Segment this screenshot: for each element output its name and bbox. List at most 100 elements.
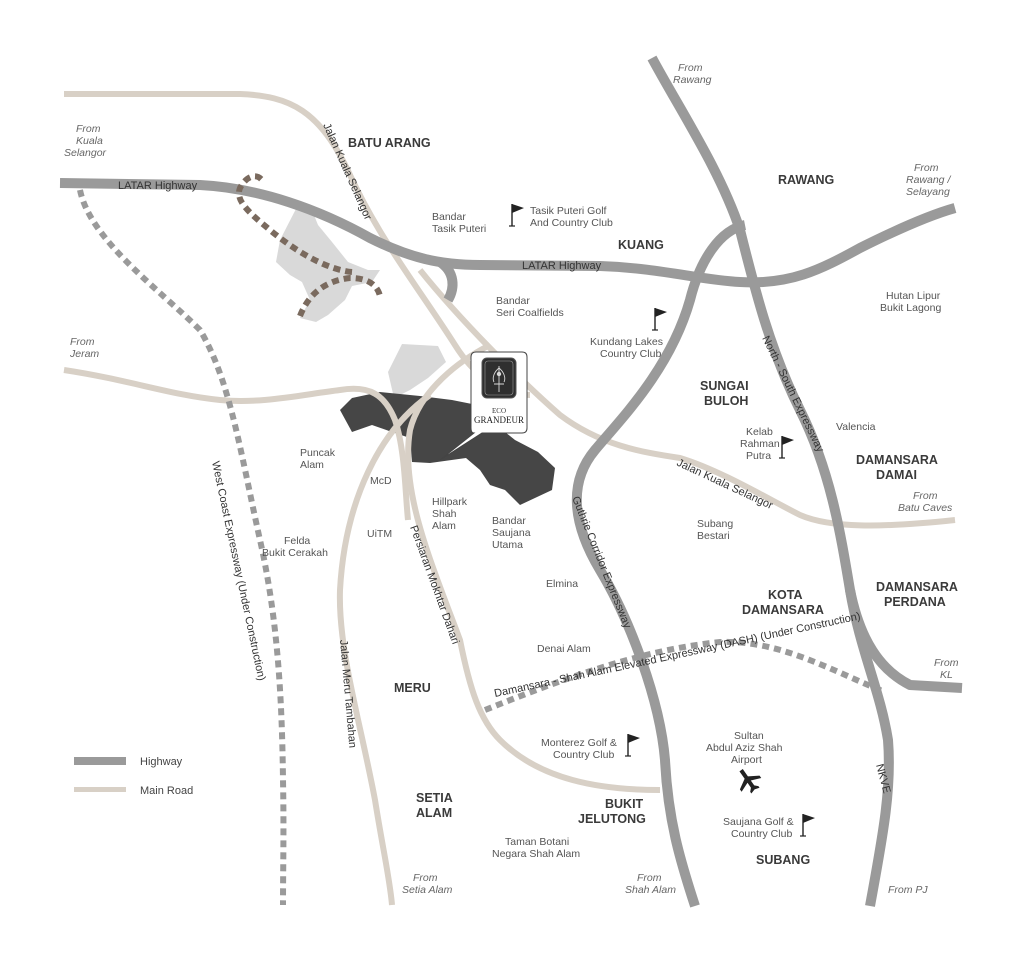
from-rawang-line1: From xyxy=(678,62,703,74)
from-jeram-line1: From xyxy=(70,336,95,348)
place-hutan-lipur-line1: Hutan Lipur xyxy=(886,290,941,302)
dash-expressway xyxy=(483,638,887,713)
place-bandar-saujana-utama-line1: Bandar xyxy=(492,515,526,527)
place-mcd: McD xyxy=(370,475,392,487)
main-road-jeram xyxy=(63,367,411,521)
place-taman-botani-line1: Taman Botani xyxy=(505,836,569,848)
place-subang-bestari-line1: Subang xyxy=(697,518,733,530)
place-subang-bestari-line2: Bestari xyxy=(697,530,730,542)
highway-latar xyxy=(59,178,957,288)
place-puncak-alam-line1: Puncak xyxy=(300,447,336,459)
golf-flag-icon xyxy=(800,814,815,837)
place-seri-coalfields-line2: Seri Coalfields xyxy=(496,307,564,319)
highway-guthrie xyxy=(571,220,747,908)
area-sungai-buloh-line1: SUNGAI xyxy=(700,379,749,393)
area-damansara-damai-line1: DAMANSARA xyxy=(856,453,938,467)
place-hutan-lipur-line2: Bukit Lagong xyxy=(880,302,941,314)
area-setia-alam-line1: SETIA xyxy=(416,791,453,805)
place-bandar-tasik-puteri-line1: Bandar xyxy=(432,211,466,223)
road-label-persiaran: Persiaran Mokhtar Dahari xyxy=(407,524,461,646)
area-bukit-jelutong-line1: BUKIT xyxy=(605,797,644,811)
place-airport-line2: Abdul Aziz Shah xyxy=(706,742,783,754)
area-kota-damansara-line1: KOTA xyxy=(768,588,803,602)
legend-main-road-label: Main Road xyxy=(140,785,193,797)
area-subang: SUBANG xyxy=(756,853,810,867)
area-setia-alam-line2: ALAM xyxy=(416,806,452,820)
road-label-dash: Damansara - Shah Alam Elevated Expresswa… xyxy=(493,610,861,700)
area-damansara-damai-line2: DAMAI xyxy=(876,468,917,482)
main-road-meru xyxy=(336,392,432,906)
legend-highway-label: Highway xyxy=(140,756,183,768)
place-denai-alam: Denai Alam xyxy=(537,643,591,655)
road-label-latar-west: LATAR Highway xyxy=(118,180,198,192)
from-setia-alam-line2: Setia Alam xyxy=(402,884,453,896)
map-legend: Highway Main Road xyxy=(74,756,193,797)
place-airport-line1: Sultan xyxy=(734,730,764,742)
place-saujana-golf-line2: Country Club xyxy=(731,828,792,840)
place-valencia: Valencia xyxy=(836,421,876,433)
place-monterez-golf-line2: Country Club xyxy=(553,749,614,761)
place-kundang-lakes-line1: Kundang Lakes xyxy=(590,336,663,348)
area-bukit-jelutong-line2: JELUTONG xyxy=(578,812,646,826)
eco-grandeur-callout: ECO GRANDEUR xyxy=(439,351,528,461)
from-kl-line2: KL xyxy=(940,669,953,681)
logo-eco-text: ECO xyxy=(492,407,506,415)
from-kl-line1: From xyxy=(934,657,959,669)
place-hillpark-line1: Hillpark xyxy=(432,496,468,508)
from-setia-alam-line1: From xyxy=(413,872,438,884)
place-kelab-rahman-putra-line2: Rahman xyxy=(740,438,780,450)
area-damansara-perdana-line2: PERDANA xyxy=(884,595,946,609)
golf-flag-icon xyxy=(779,436,794,459)
place-felda-line2: Bukit Cerakah xyxy=(262,547,328,559)
from-rawang-line2: Rawang xyxy=(673,74,712,86)
golf-flag-icon xyxy=(625,734,640,757)
from-shah-alam-line2: Shah Alam xyxy=(625,884,676,896)
place-felda-line1: Felda xyxy=(284,535,310,547)
place-airport-line3: Airport xyxy=(731,754,762,766)
road-label-latar-east: LATAR Highway xyxy=(522,260,602,272)
from-jeram-line2: Jeram xyxy=(69,348,99,360)
road-label-jalan-kuala-selangor-east: Jalan Kuala Selangor xyxy=(675,457,775,512)
area-rawang: RAWANG xyxy=(778,173,834,187)
place-tasik-puteri-golf-line1: Tasik Puteri Golf xyxy=(530,205,607,217)
from-rawang-selayang-line2: Rawang / xyxy=(906,174,951,186)
from-kuala-selangor-line3: Selangor xyxy=(64,147,107,159)
from-kuala-selangor-line1: From xyxy=(76,123,101,135)
area-meru: MERU xyxy=(394,681,431,695)
from-batu-caves-line1: From xyxy=(913,490,938,502)
place-puncak-alam-line2: Alam xyxy=(300,459,324,471)
place-tasik-puteri-golf-line2: And Country Club xyxy=(530,217,613,229)
from-rawang-selayang-line3: Selayang xyxy=(906,186,950,198)
road-label-guthrie: Guthrie Corridor Expressway xyxy=(569,495,633,631)
place-saujana-golf-line1: Saujana Golf & xyxy=(723,816,794,828)
place-monterez-golf-line1: Monterez Golf & xyxy=(541,737,617,749)
place-kelab-rahman-putra-line3: Putra xyxy=(746,450,771,462)
place-bandar-saujana-utama-line3: Utama xyxy=(492,539,523,551)
logo-grandeur-text: GRANDEUR xyxy=(474,415,524,425)
place-taman-botani-line2: Negara Shah Alam xyxy=(492,848,580,860)
west-coast-expressway xyxy=(77,189,287,906)
place-bandar-saujana-utama-line2: Saujana xyxy=(492,527,531,539)
golf-flag-icon xyxy=(652,308,667,331)
highway-latar-link xyxy=(436,257,458,303)
airplane-icon xyxy=(739,769,762,794)
eco-grandeur-emblem-icon xyxy=(481,357,517,399)
area-damansara-perdana-line1: DAMANSARA xyxy=(876,580,958,594)
place-kelab-rahman-putra-line1: Kelab xyxy=(746,426,773,438)
highway-nkve xyxy=(845,589,894,907)
area-kota-damansara-line2: DAMANSARA xyxy=(742,603,824,617)
place-seri-coalfields-line1: Bandar xyxy=(496,295,530,307)
area-batu-arang: BATU ARANG xyxy=(348,136,431,150)
place-hillpark-line2: Shah xyxy=(432,508,457,520)
area-kuang: KUANG xyxy=(618,238,664,252)
place-bandar-tasik-puteri-line2: Tasik Puteri xyxy=(432,223,486,235)
brown-dashed-road xyxy=(235,173,383,318)
from-shah-alam-line1: From xyxy=(637,872,662,884)
legend-main-road-swatch xyxy=(74,787,126,792)
from-pj: From PJ xyxy=(888,884,928,896)
legend-highway-swatch xyxy=(74,757,126,765)
from-kuala-selangor-line2: Kuala xyxy=(76,135,103,147)
area-sungai-buloh-line2: BULOH xyxy=(704,394,748,408)
place-uitm: UiTM xyxy=(367,528,392,540)
